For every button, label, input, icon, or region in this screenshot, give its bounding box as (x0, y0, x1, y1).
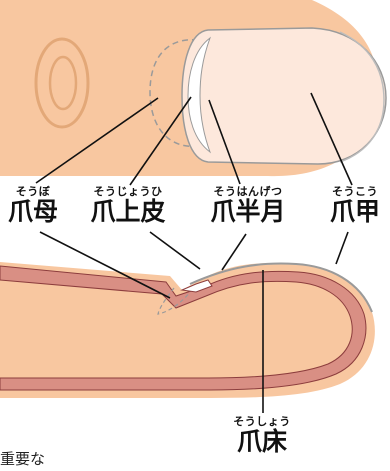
cropped-edge-text: 重要な (0, 452, 45, 467)
ruby-nail-bed: そうしょう (216, 416, 308, 427)
kanji-nail-matrix: 爪母 (4, 199, 62, 224)
kanji-nail-bed: 爪床 (216, 429, 308, 454)
finger-cross-section (0, 262, 375, 398)
leader-line-nail-plate-bottom (336, 232, 348, 264)
kanji-eponychium: 爪上皮 (78, 199, 178, 224)
kanji-nail-plate: 爪甲 (322, 199, 388, 224)
label-eponychium: そうじょうひ 爪上皮 (78, 186, 178, 224)
leader-line-lunula-bottom (222, 234, 246, 270)
label-nail-bed: そうしょう 爪床 (216, 416, 308, 454)
nail-plate-top (182, 28, 386, 164)
label-nail-plate: そうこう 爪甲 (322, 186, 388, 224)
finger-top-view (0, 0, 386, 176)
label-nail-matrix: そうぼ 爪母 (4, 186, 62, 224)
ruby-nail-matrix: そうぼ (4, 186, 62, 197)
ruby-lunula: そうはんげつ (198, 186, 298, 197)
ruby-nail-plate: そうこう (322, 186, 388, 197)
kanji-lunula: 爪半月 (198, 199, 298, 224)
ruby-eponychium: そうじょうひ (78, 186, 178, 197)
label-lunula: そうはんげつ 爪半月 (198, 186, 298, 224)
leader-line-eponychium-bottom (150, 232, 200, 269)
